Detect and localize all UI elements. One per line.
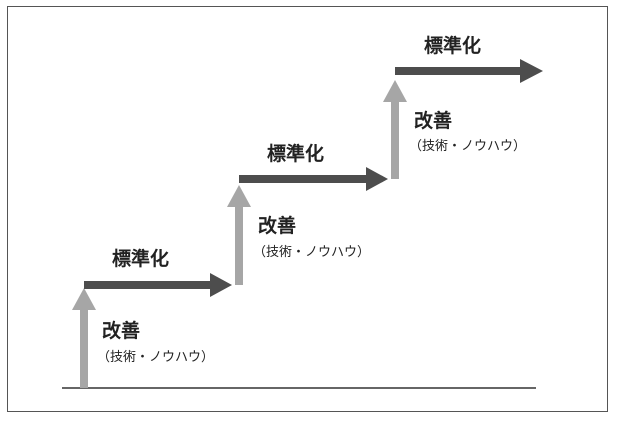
improve-label-3: 改善 (414, 109, 452, 132)
improve-label-1: 改善 (102, 319, 140, 342)
improve-note-1: （技術・ノウハウ） (97, 350, 214, 365)
standardize-label-1: 標準化 (112, 247, 169, 270)
improve-note-3: （技術・ノウハウ） (409, 139, 526, 154)
improve-note-2: （技術・ノウハウ） (253, 245, 370, 260)
improve-arrow-1 (72, 288, 96, 388)
improve-arrow-3 (383, 80, 407, 179)
improve-arrow-2 (227, 185, 251, 285)
improve-label-2: 改善 (258, 214, 296, 237)
standardize-arrow-2 (239, 167, 388, 191)
standardize-label-3: 標準化 (424, 34, 481, 57)
standardize-arrow-3 (395, 59, 543, 83)
standardize-label-2: 標準化 (267, 142, 324, 165)
standardize-arrow-1 (84, 273, 232, 297)
